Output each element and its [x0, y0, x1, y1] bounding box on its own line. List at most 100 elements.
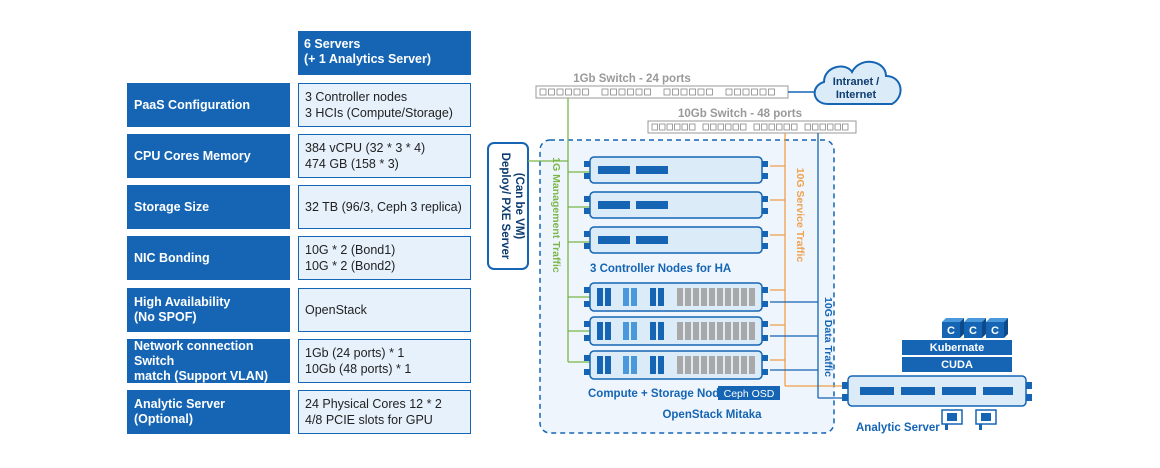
- switch-port: [681, 123, 688, 131]
- compute-node: [584, 350, 768, 380]
- deploy-server-box: [487, 142, 529, 270]
- spec-label-line: CPU Cores Memory: [134, 148, 251, 163]
- controller-node: [584, 191, 768, 219]
- switch-port: [539, 88, 547, 96]
- spec-value: 384 vCPU (32 * 3 * 4)474 GB (158 * 3): [298, 134, 471, 178]
- switch-port: [725, 123, 732, 131]
- switch-port: [618, 88, 626, 96]
- switch-port: [834, 123, 841, 131]
- management-traffic-label: 1G Management Traffic: [550, 157, 562, 273]
- gpu-card-icon: [941, 409, 963, 430]
- cloud-label-1: Intranet /: [833, 76, 879, 88]
- switch-1g-label: 1Gb Switch - 24 ports: [573, 73, 691, 85]
- spec-value-line: OpenStack: [305, 303, 367, 317]
- openstack-label: OpenStack Mitaka: [662, 409, 762, 421]
- switch-port: [842, 123, 849, 131]
- switch-port: [783, 123, 790, 131]
- switch-port: [768, 123, 775, 131]
- container-label: C: [991, 325, 999, 337]
- header-line-1: 6 Servers: [304, 37, 361, 51]
- switch-port: [759, 88, 767, 96]
- switch-10g: [647, 120, 857, 134]
- cuda-label: CUDA: [941, 359, 973, 371]
- cuda-bar: [902, 357, 1012, 372]
- spec-value-line: 32 TB (96/3, Ceph 3 replica): [305, 200, 462, 214]
- switch-port: [734, 88, 741, 96]
- spec-value-line: 3 Controller nodes: [305, 90, 408, 104]
- switch-port: [565, 88, 572, 96]
- switch-port: [732, 123, 739, 131]
- service-lines: [770, 133, 848, 387]
- ceph-osd-label: Ceph OSD: [724, 388, 775, 400]
- service-traffic-label: 10G Service Traffic: [794, 168, 806, 263]
- switch-port: [804, 123, 811, 131]
- spec-label: PaaS Configuration: [127, 83, 290, 127]
- spec-value-line: 24 Physical Cores 12 * 2: [305, 397, 442, 411]
- container-icon: C: [964, 318, 986, 338]
- spec-value: 1Gb (24 ports) * 1 10Gb (48 ports) * 1: [298, 339, 471, 383]
- switch-1g: [535, 85, 789, 99]
- deploy-server-label-1: Deploy/ PXE Server: [499, 153, 511, 260]
- spec-value: OpenStack: [298, 288, 471, 332]
- switch-port: [601, 88, 609, 96]
- spec-label-line: (No SPOF): [134, 310, 197, 324]
- switch-port: [717, 123, 724, 131]
- switch-port: [651, 123, 658, 131]
- switch-port: [659, 123, 666, 131]
- cloud-label-2: Internet: [836, 89, 877, 101]
- switch-port: [761, 123, 768, 131]
- switch-port: [768, 88, 775, 96]
- spec-value-line: 10G * 2 (Bond1): [305, 243, 396, 257]
- spec-value: 3 Controller nodes 3 HCIs (Compute/Storag…: [298, 83, 471, 127]
- spec-value-line: 10Gb (48 ports) * 1: [305, 362, 412, 376]
- deploy-server-label-2: (Can be VM): [513, 173, 525, 240]
- spec-label: CPU Cores Memory: [127, 134, 290, 178]
- spec-value-line: 1Gb (24 ports) * 1: [305, 346, 405, 360]
- container-label: C: [969, 325, 977, 337]
- spec-label: NIC Bonding: [127, 236, 290, 280]
- switch-port: [742, 88, 750, 96]
- spec-value-line: 474 GB (158 * 3): [305, 157, 399, 171]
- ceph-osd-badge: [718, 386, 780, 400]
- switch-port: [697, 88, 705, 96]
- switch-port: [680, 88, 688, 96]
- switch-port: [819, 123, 826, 131]
- switch-port: [776, 123, 783, 131]
- internet-cloud-icon: Intranet / Internet: [813, 61, 902, 105]
- spec-value: 32 TB (96/3, Ceph 3 replica): [298, 185, 471, 229]
- kubernate-label: Kubernate: [930, 342, 984, 354]
- spec-label-line: NIC Bonding: [134, 250, 210, 265]
- container-icon: C: [942, 318, 964, 338]
- switch-port: [753, 123, 760, 131]
- spec-label-line: Storage Size: [134, 199, 210, 214]
- gpu-card-icon: [975, 409, 997, 430]
- switch-port: [610, 88, 617, 96]
- switch-port: [663, 88, 671, 96]
- switch-port: [706, 88, 713, 96]
- switch-port: [556, 88, 564, 96]
- spec-label-line: (Optional): [134, 412, 194, 426]
- controller-node: [584, 226, 768, 254]
- controller-node: [584, 156, 768, 184]
- switch-port: [710, 123, 717, 131]
- switch-port: [548, 88, 555, 96]
- header-line-2: (+ 1 Analytics Server): [304, 52, 432, 66]
- data-traffic-label: 10G Data Traffic: [822, 297, 834, 377]
- switch-port: [740, 123, 747, 131]
- switch-port: [725, 88, 733, 96]
- switch-10g-label: 10Gb Switch - 48 ports: [678, 108, 802, 120]
- kubernate-bar: [902, 340, 1012, 355]
- switch-port: [635, 88, 643, 96]
- spec-value-line: 3 HCIs (Compute/Storage): [305, 106, 453, 120]
- spec-label-line: match (Support VLAN): [134, 368, 269, 383]
- spec-value: 10G * 2 (Bond1) 10G * 2 (Bond2): [298, 236, 471, 280]
- switch-port: [689, 123, 696, 131]
- spec-value-line: 10G * 2 (Bond2): [305, 259, 396, 273]
- spec-label: Analytic Server(Optional): [127, 390, 290, 434]
- management-lines: [528, 98, 590, 363]
- switch-port: [827, 123, 834, 131]
- spec-value-line: 4/8 PCIE slots for GPU: [305, 413, 433, 427]
- controller-nodes-label: 3 Controller Nodes for HA: [590, 263, 731, 275]
